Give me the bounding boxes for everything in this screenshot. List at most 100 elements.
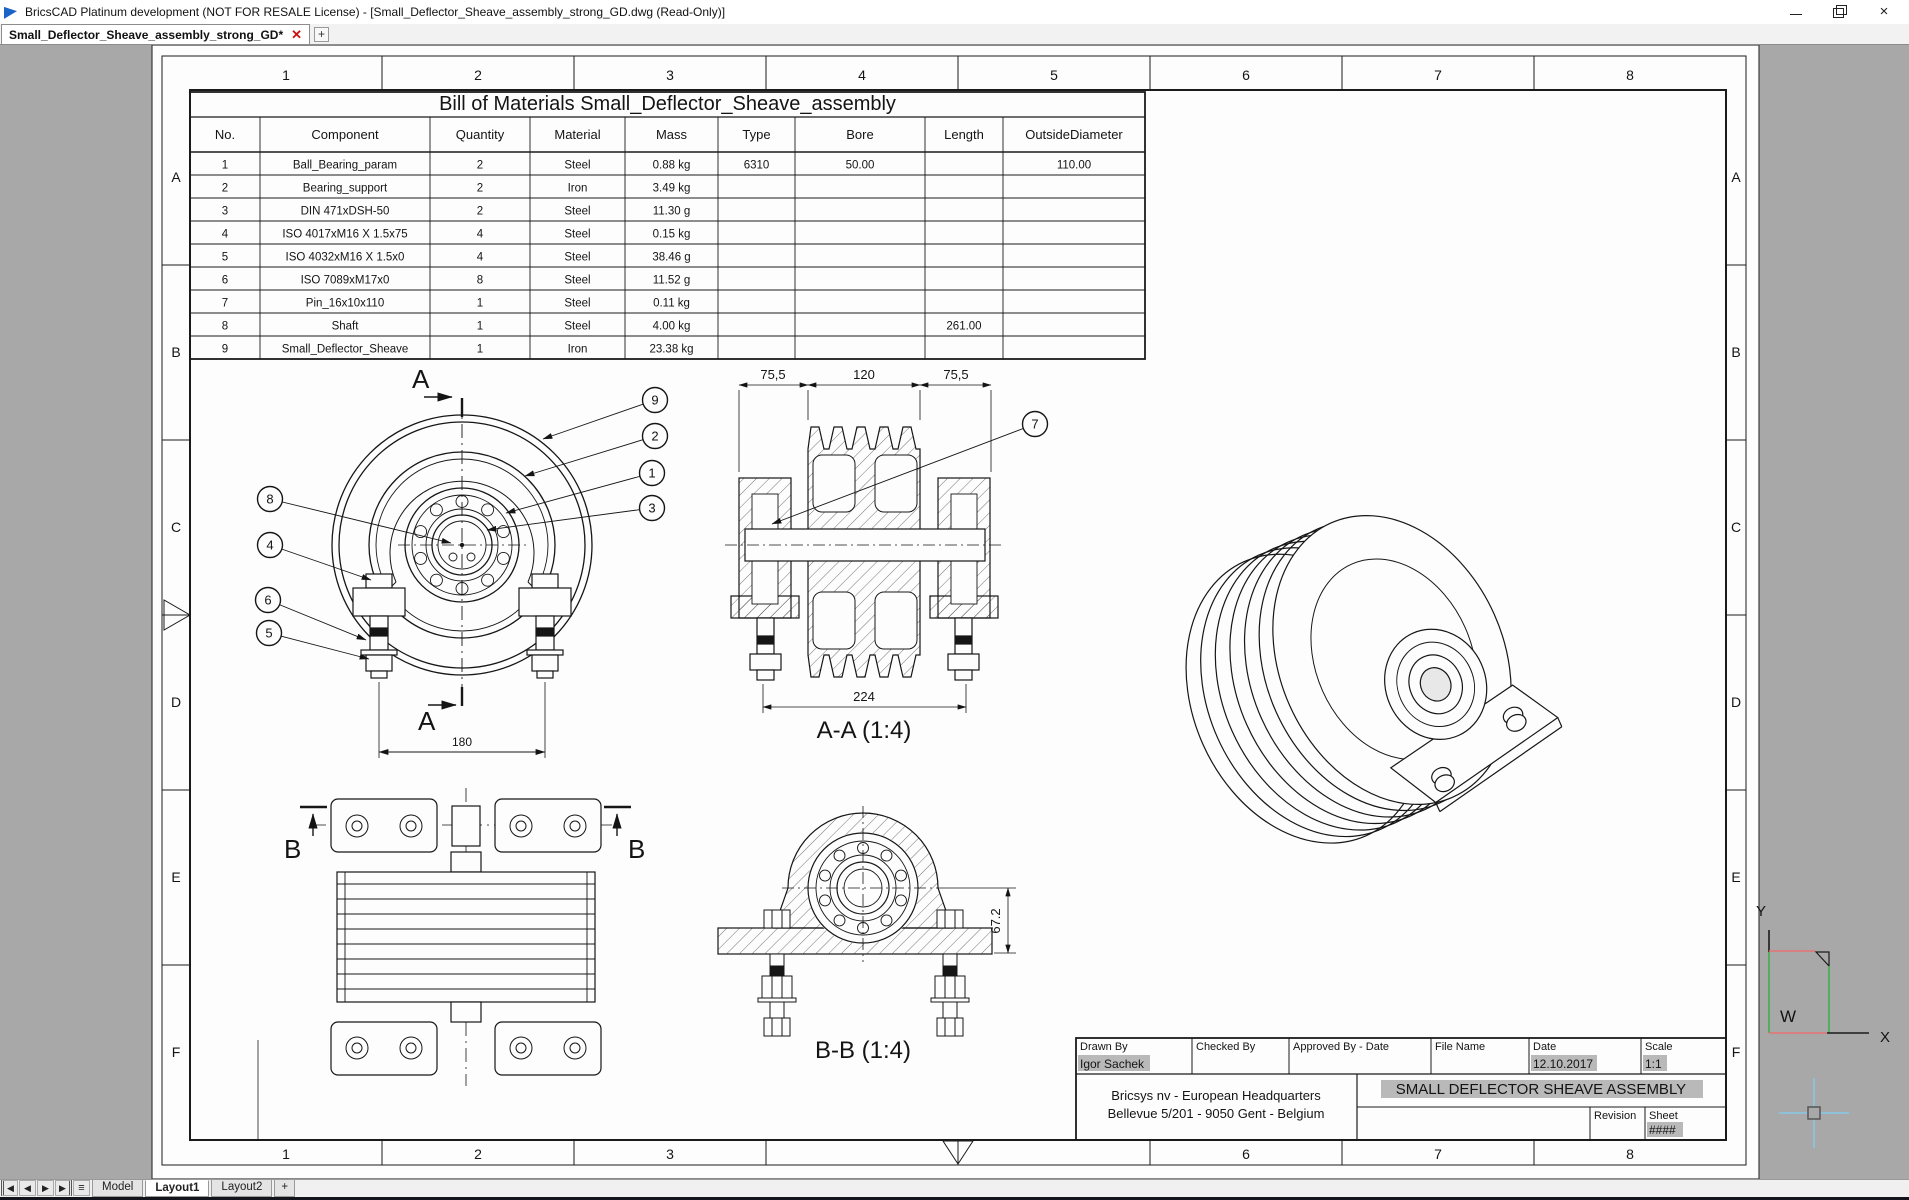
bom-cell: 3 bbox=[222, 206, 228, 218]
bom-cell: 1 bbox=[477, 321, 483, 333]
balloon bbox=[641, 386, 669, 414]
zone-number: 4 bbox=[858, 67, 866, 83]
document-tab[interactable]: Small_Deflector_Sheave_assembly_strong_G… bbox=[1, 24, 311, 44]
bom-cell: 1 bbox=[477, 298, 483, 310]
bom-cell: DIN 471xDSH-50 bbox=[301, 206, 390, 218]
next-tab-icon[interactable]: ▶ bbox=[37, 1180, 54, 1196]
bom-cell: 6 bbox=[222, 275, 228, 287]
zone-number: 2 bbox=[474, 67, 482, 83]
document-tab-bar: Small_Deflector_Sheave_assembly_strong_G… bbox=[0, 24, 1909, 45]
bom-cell: 261.00 bbox=[946, 321, 981, 333]
balloon bbox=[256, 531, 284, 559]
bom-header: Type bbox=[742, 127, 770, 142]
restore-button[interactable] bbox=[1833, 5, 1847, 18]
scale-label: Scale bbox=[1645, 1041, 1673, 1053]
dim-75-5-right: 75,5 bbox=[943, 367, 968, 382]
bom-cell: Steel bbox=[564, 160, 590, 172]
bom-header: Component bbox=[311, 127, 379, 142]
bom-header: Material bbox=[554, 127, 600, 142]
isometric-view bbox=[1185, 514, 1563, 844]
zone-letter: A bbox=[171, 169, 181, 185]
bom-cell: Ball_Bearing_param bbox=[293, 160, 397, 172]
bom-cell: Iron bbox=[568, 183, 588, 195]
zone-number: 3 bbox=[666, 1146, 674, 1162]
section-bb-view bbox=[717, 806, 1016, 1037]
last-tab-icon[interactable]: ▶ bbox=[55, 1180, 72, 1196]
bom-cell: 5 bbox=[222, 252, 228, 264]
dim-67-2: 67.2 bbox=[988, 908, 1003, 933]
dim-180: 180 bbox=[452, 735, 472, 749]
close-button[interactable]: × bbox=[1879, 3, 1889, 20]
tab-layout2[interactable]: Layout2 bbox=[211, 1180, 273, 1197]
bom-cell: 7 bbox=[222, 298, 228, 310]
tab-model[interactable]: Model bbox=[92, 1180, 144, 1197]
bom-cell: 0.88 kg bbox=[653, 160, 691, 172]
section-aa-view bbox=[725, 382, 1005, 713]
bom-cell: Small_Deflector_Sheave bbox=[282, 344, 409, 356]
zone-number: 8 bbox=[1626, 1146, 1634, 1162]
bom-cell: 2 bbox=[477, 160, 483, 172]
file-name-label: File Name bbox=[1435, 1041, 1485, 1053]
balloon bbox=[256, 485, 284, 513]
dim-120: 120 bbox=[853, 367, 875, 382]
bom-cell: 9 bbox=[222, 344, 228, 356]
bom-cell: 4 bbox=[477, 229, 484, 241]
drawing-title: SMALL DEFLECTOR SHEAVE ASSEMBLY bbox=[1396, 1081, 1686, 1098]
balloon-number: 3 bbox=[648, 501, 655, 516]
balloon-number: 7 bbox=[1031, 417, 1038, 432]
add-layout-button[interactable]: + bbox=[274, 1180, 296, 1197]
new-tab-button[interactable]: + bbox=[314, 27, 330, 42]
bom-cell: 38.46 g bbox=[652, 252, 690, 264]
bom-header: Length bbox=[944, 127, 984, 142]
zone-letter: E bbox=[1731, 869, 1740, 885]
revision-label: Revision bbox=[1594, 1110, 1636, 1122]
bom-header: Bore bbox=[846, 127, 873, 142]
zone-letter: B bbox=[1731, 344, 1740, 360]
bom-cell: Steel bbox=[564, 298, 590, 310]
bom-cell: 2 bbox=[477, 206, 483, 218]
bom-header: Mass bbox=[656, 127, 688, 142]
bom-cell: 110.00 bbox=[1057, 160, 1091, 172]
tab-layout1[interactable]: Layout1 bbox=[145, 1180, 210, 1197]
balloon-number: 9 bbox=[651, 393, 658, 408]
tab-close-icon[interactable]: ✕ bbox=[291, 26, 303, 42]
zone-number: 3 bbox=[666, 67, 674, 83]
bom-cell: 1 bbox=[222, 160, 228, 172]
section-letter-b-right: B bbox=[628, 834, 645, 864]
bom-cell: 2 bbox=[222, 183, 228, 195]
ucs-y-label: Y bbox=[1756, 903, 1766, 920]
balloon bbox=[1021, 410, 1049, 438]
bom-cell: Iron bbox=[568, 344, 588, 356]
window-title: BricsCAD Platinum development (NOT FOR R… bbox=[25, 5, 726, 19]
window-titlebar: BricsCAD Platinum development (NOT FOR R… bbox=[0, 0, 1909, 24]
zone-letter: B bbox=[171, 344, 180, 360]
zone-number: 7 bbox=[1434, 1146, 1442, 1162]
date-value: 12.10.2017 bbox=[1533, 1057, 1593, 1071]
bom-cell: Shaft bbox=[332, 321, 360, 333]
bom-header: Quantity bbox=[456, 127, 505, 142]
bom-cell: Pin_16x10x110 bbox=[306, 298, 384, 310]
app-logo-icon bbox=[4, 5, 19, 20]
tab-list-icon[interactable]: ≡ bbox=[73, 1180, 90, 1196]
balloon bbox=[255, 619, 283, 647]
zone-letter: C bbox=[1731, 519, 1741, 535]
prev-tab-icon[interactable]: ◀ bbox=[19, 1180, 36, 1196]
section-bb-label: B-B (1:4) bbox=[815, 1037, 911, 1064]
balloon bbox=[638, 459, 666, 487]
bom-cell: ISO 7089xM17x0 bbox=[301, 275, 390, 287]
title-block: Drawn By Checked By Approved By - Date F… bbox=[1075, 1037, 1727, 1141]
balloon-number: 1 bbox=[648, 466, 655, 481]
bom-title: Bill of Materials Small_Deflector_Sheave… bbox=[439, 93, 896, 115]
balloon-number: 8 bbox=[266, 492, 273, 507]
date-label: Date bbox=[1533, 1041, 1556, 1053]
section-letter-b-left: B bbox=[284, 834, 301, 864]
balloon-number: 6 bbox=[264, 593, 271, 608]
zone-letter: D bbox=[1731, 694, 1741, 710]
first-tab-icon[interactable]: ◀ bbox=[1, 1180, 18, 1196]
zone-letter: E bbox=[171, 869, 180, 885]
balloon-number: 4 bbox=[266, 538, 273, 553]
bom-cell: Steel bbox=[564, 229, 590, 241]
minimize-button[interactable] bbox=[1789, 6, 1803, 18]
